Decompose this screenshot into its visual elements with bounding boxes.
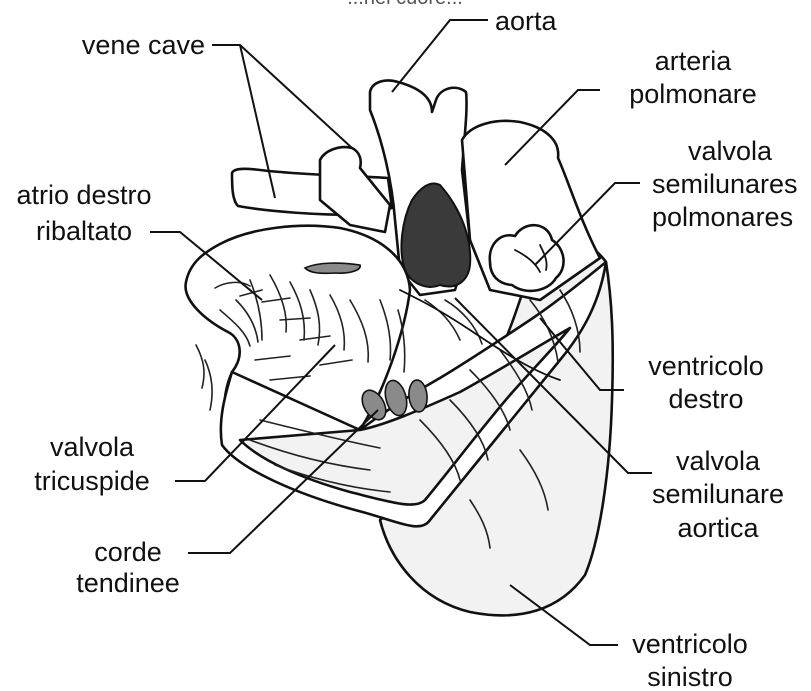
label-ventricolo-sinistro-1: ventricolo	[632, 629, 748, 659]
label-ventricolo-sinistro-2: sinistro	[647, 662, 733, 691]
label-ventricolo-destro-2: destro	[668, 384, 743, 414]
label-corde-tendinee-1: corde	[94, 537, 162, 567]
label-valvola-tricuspide-2: tricuspide	[34, 466, 150, 496]
label-valvola-semilunare-aortica-2: semilunare	[652, 479, 784, 509]
label-valvola-semilunare-polmonare-2: semilunares	[652, 169, 798, 199]
label-valvola-semilunare-aortica-1: valvola	[676, 446, 761, 476]
label-arteria-polmonare-1: arteria	[655, 46, 733, 76]
label-atrio-destro-1: atrio destro	[16, 180, 151, 210]
label-valvola-semilunare-polmonare-1: valvola	[688, 136, 773, 166]
label-corde-tendinee-2: tendinee	[76, 568, 180, 598]
label-vene-cave: vene cave	[82, 30, 205, 60]
label-arteria-polmonare-2: polmonare	[629, 79, 757, 109]
label-atrio-destro-2: ribaltato	[36, 216, 132, 246]
label-valvola-semilunare-aortica-3: aortica	[677, 513, 759, 543]
cropped-caption: ...nel cuore...	[347, 0, 463, 9]
label-ventricolo-destro-1: ventricolo	[648, 351, 764, 381]
label-aorta: aorta	[495, 6, 558, 36]
atrium-dark-patch	[305, 263, 360, 273]
label-valvola-tricuspide-1: valvola	[50, 432, 135, 462]
label-valvola-semilunare-polmonare-3: polmonares	[652, 202, 793, 232]
